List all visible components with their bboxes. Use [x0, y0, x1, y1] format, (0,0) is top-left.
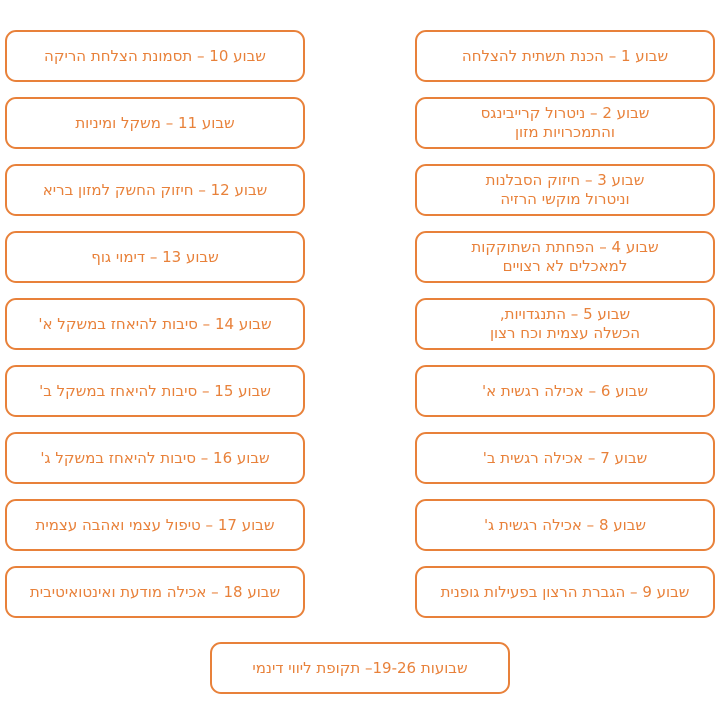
- week-8-box: שבוע 8 – אכילה רגשית ג': [415, 499, 715, 551]
- week-9-label: שבוע 9 – הגברת הרצון בפעילות גופנית: [440, 582, 690, 601]
- week-7-box: שבוע 7 – אכילה רגשית ב': [415, 432, 715, 484]
- week-3-box: שבוע 3 – חיזוק הסבלנות וניטרול מוקשי הרז…: [415, 164, 715, 216]
- weeks-19-26-label: שבועות 19-26– תקופת ליווי דינמי: [252, 658, 468, 677]
- week-5-label: שבוע 5 – התנגדויות, הכשלה עצמית וכח רצון: [489, 305, 641, 342]
- week-16-box: שבוע 16 – סיבות להיאחז במשקל ג': [5, 432, 305, 484]
- week-2-box: שבוע 2 – ניטרול קרייבינגס והתמכרויות מזו…: [415, 97, 715, 149]
- week-4-box: שבוע 4 – הפחתת השתוקקות למאכלים לא רצויי…: [415, 231, 715, 283]
- week-1-box: שבוע 1 – הכנת תשתית להצלחה: [415, 30, 715, 82]
- week-13-label: שבוע 13 – דימוי גוף: [91, 247, 219, 266]
- week-7-label: שבוע 7 – אכילה רגשית ב': [482, 448, 648, 467]
- week-8-label: שבוע 8 – אכילה רגשית ג': [483, 515, 647, 534]
- week-3-label: שבוע 3 – חיזוק הסבלנות וניטרול מוקשי הרז…: [485, 171, 645, 208]
- week-15-box: שבוע 15 – סיבות להיאחז במשקל ב': [5, 365, 305, 417]
- week-11-label: שבוע 11 – משקל ומיניות: [75, 113, 235, 132]
- week-11-box: שבוע 11 – משקל ומיניות: [5, 97, 305, 149]
- week-13-box: שבוע 13 – דימוי גוף: [5, 231, 305, 283]
- week-17-label: שבוע 17 – טיפול עצמי ואהבה עצמית: [35, 515, 275, 534]
- week-14-label: שבוע 14 – סיבות להיאחז במשקל א': [38, 314, 272, 333]
- week-12-label: שבוע 12 – חיזוק החשק למזון בריא: [42, 180, 268, 199]
- week-10-label: שבוע 10 – תסמונת הצלחת הריקה: [44, 46, 266, 65]
- weeks-19-26-box: שבועות 19-26– תקופת ליווי דינמי: [210, 642, 510, 694]
- week-17-box: שבוע 17 – טיפול עצמי ואהבה עצמית: [5, 499, 305, 551]
- week-10-box: שבוע 10 – תסמונת הצלחת הריקה: [5, 30, 305, 82]
- week-4-label: שבוע 4 – הפחתת השתוקקות למאכלים לא רצויי…: [471, 238, 659, 275]
- weeks-1-9-column: שבוע 1 – הכנת תשתית להצלחה שבוע 2 – ניטר…: [415, 30, 715, 618]
- week-12-box: שבוע 12 – חיזוק החשק למזון בריא: [5, 164, 305, 216]
- week-5-box: שבוע 5 – התנגדויות, הכשלה עצמית וכח רצון: [415, 298, 715, 350]
- week-16-label: שבוע 16 – סיבות להיאחז במשקל ג': [40, 448, 270, 467]
- week-9-box: שבוע 9 – הגברת הרצון בפעילות גופנית: [415, 566, 715, 618]
- week-18-label: שבוע 18 – אכילה מודעת ואינטואיטיבית: [29, 582, 281, 601]
- week-1-label: שבוע 1 – הכנת תשתית להצלחה: [461, 46, 669, 65]
- week-14-box: שבוע 14 – סיבות להיאחז במשקל א': [5, 298, 305, 350]
- week-18-box: שבוע 18 – אכילה מודעת ואינטואיטיבית: [5, 566, 305, 618]
- week-6-label: שבוע 6 – אכילה רגשית א': [482, 381, 648, 400]
- week-2-label: שבוע 2 – ניטרול קרייבינגס והתמכרויות מזו…: [480, 104, 650, 141]
- week-15-label: שבוע 15 – סיבות להיאחז במשקל ב': [39, 381, 271, 400]
- weeks-10-18-column: שבוע 10 – תסמונת הצלחת הריקה שבוע 11 – מ…: [5, 30, 305, 618]
- week-6-box: שבוע 6 – אכילה רגשית א': [415, 365, 715, 417]
